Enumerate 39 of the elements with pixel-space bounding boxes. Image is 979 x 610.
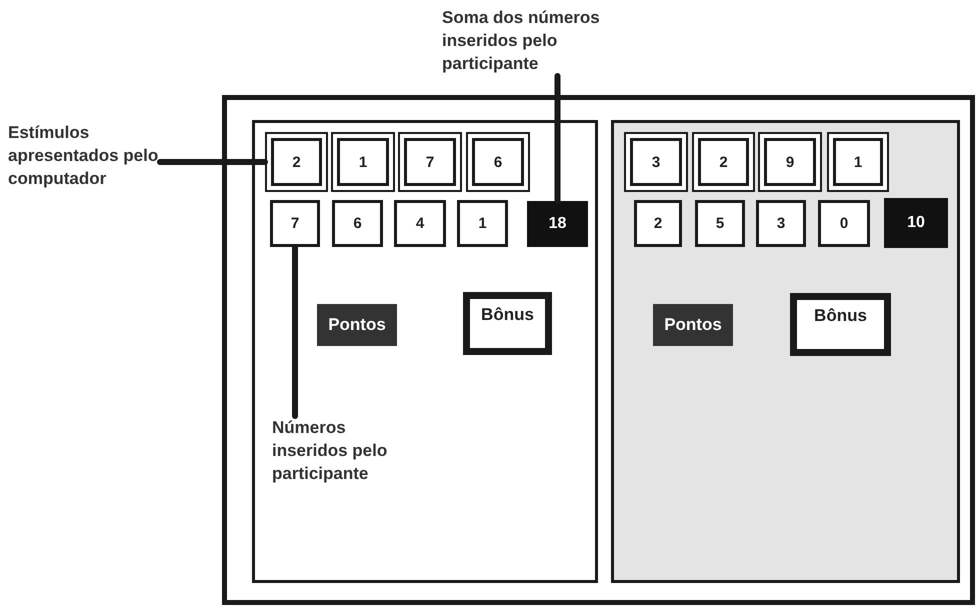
stimulus-box — [692, 132, 755, 192]
stimulus-box — [758, 132, 822, 192]
input-box: 4 — [394, 200, 446, 247]
leader-line — [554, 73, 560, 204]
stimulus-inner-box: 3 — [630, 138, 682, 186]
sum-box: 10 — [884, 198, 948, 248]
points-label: Pontos — [653, 304, 733, 346]
input-box: 7 — [270, 200, 320, 247]
leader-line — [157, 159, 268, 165]
callout-text: Estímulos apresentados pelo computador — [8, 121, 166, 191]
stimulus-inner-box: 6 — [472, 138, 524, 186]
stimulus-box — [265, 132, 328, 192]
stimulus-inner-box: 2 — [698, 138, 749, 186]
stimulus-inner-box: 1 — [833, 138, 883, 186]
input-box: 5 — [695, 200, 745, 247]
input-box: 1 — [457, 200, 508, 247]
input-box: 0 — [818, 200, 870, 247]
task-panel — [611, 120, 960, 583]
stimulus-inner-box: 1 — [337, 138, 389, 186]
stimulus-box — [331, 132, 395, 192]
stimulus-inner-box: 9 — [764, 138, 816, 186]
stimulus-box — [827, 132, 889, 192]
leader-line — [292, 244, 298, 419]
callout-text: Números inseridos pelo participante — [272, 416, 422, 492]
sum-box: 18 — [527, 201, 588, 247]
stimulus-box — [398, 132, 462, 192]
callout-text: Soma dos números inseridos pelo participante — [442, 6, 632, 76]
input-box: 6 — [332, 200, 383, 247]
input-box: 3 — [756, 200, 806, 247]
points-label: Pontos — [317, 304, 397, 346]
stimulus-inner-box: 2 — [271, 138, 322, 186]
stimulus-inner-box: 7 — [404, 138, 456, 186]
task-panel — [252, 120, 598, 583]
stimulus-box — [624, 132, 688, 192]
input-box: 2 — [634, 200, 682, 247]
bonus-box: Bônus — [790, 293, 891, 356]
stimulus-box — [466, 132, 530, 192]
screen-frame — [222, 95, 975, 605]
bonus-box: Bônus — [463, 292, 552, 355]
